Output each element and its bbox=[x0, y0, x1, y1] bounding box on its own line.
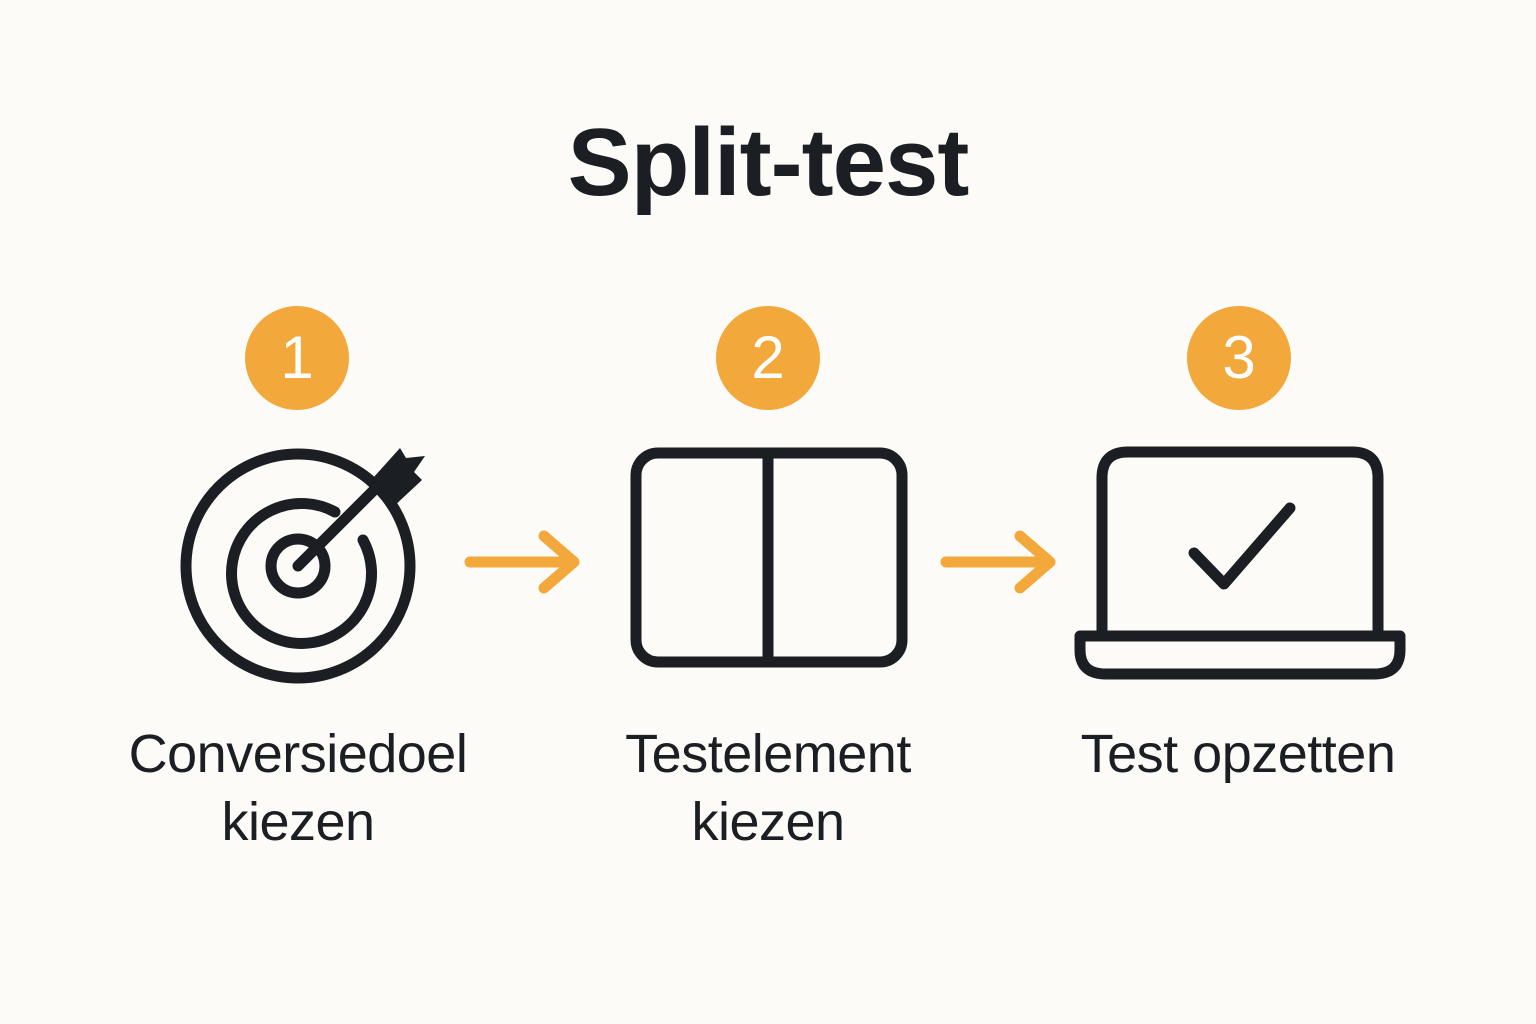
step-number-badge-2: 2 bbox=[716, 306, 820, 410]
step-label-1-line2: kiezen bbox=[221, 792, 375, 852]
step-label-2-line1: Testelement bbox=[625, 724, 911, 784]
page-title: Split-test bbox=[567, 109, 970, 216]
step-label-1: Conversiedoel kiezen bbox=[68, 720, 528, 856]
step-number-badge-3: 3 bbox=[1187, 306, 1291, 410]
step-label-1-line1: Conversiedoel bbox=[128, 724, 468, 784]
laptop-check-icon bbox=[1074, 446, 1406, 680]
step-label-2-line2: kiezen bbox=[691, 792, 845, 852]
step-label-2: Testelement kiezen bbox=[538, 720, 998, 856]
step-number-badge-1: 1 bbox=[245, 306, 349, 410]
arrow-right-icon bbox=[940, 530, 1056, 594]
arrow-right-icon bbox=[464, 530, 580, 594]
step-label-3-line1: Test opzetten bbox=[1080, 724, 1396, 784]
target-icon bbox=[180, 448, 425, 684]
split-panel-icon bbox=[630, 447, 908, 668]
step-label-3: Test opzetten bbox=[1008, 720, 1468, 788]
